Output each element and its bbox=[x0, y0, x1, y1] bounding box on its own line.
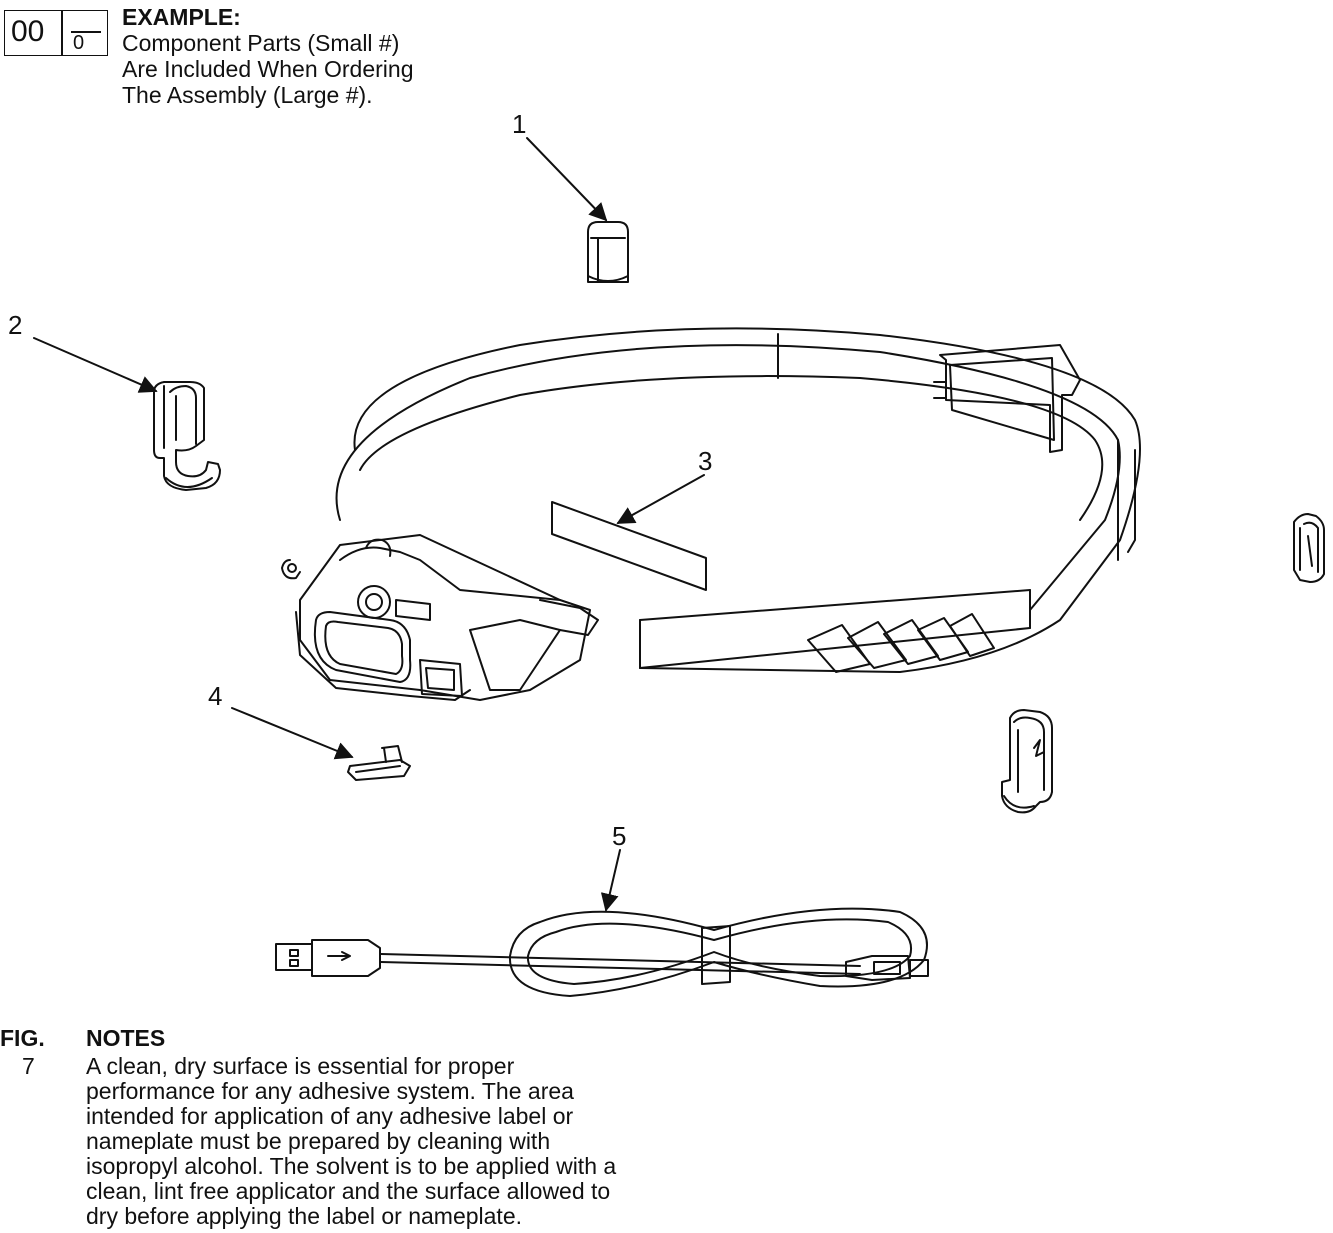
lower-clip-part bbox=[1001, 709, 1053, 814]
notes-text: A clean, dry surface is essential for pr… bbox=[86, 1053, 617, 1229]
example-line-2: Are Included When Ordering bbox=[122, 56, 414, 82]
component-number: 0 bbox=[73, 32, 85, 54]
component-bar bbox=[71, 31, 101, 33]
nameplate-label-part bbox=[551, 501, 707, 591]
example-line-3: The Assembly (Large #). bbox=[122, 82, 373, 108]
callout-5-leader bbox=[600, 849, 621, 912]
example-text: EXAMPLE: Component Parts (Small #) Are I… bbox=[122, 4, 414, 108]
end-cap-part bbox=[587, 221, 629, 283]
callout-2: 2 bbox=[8, 310, 22, 340]
side-clip-part bbox=[1293, 513, 1325, 583]
callout-5: 5 bbox=[612, 821, 626, 851]
fig-number: 7 bbox=[22, 1053, 35, 1079]
fig-heading: FIG. bbox=[0, 1025, 45, 1051]
example-line-1: Component Parts (Small #) bbox=[122, 30, 400, 56]
assembly-number: 00 bbox=[11, 15, 45, 48]
helmet-clip-part bbox=[153, 381, 221, 491]
example-legend-box: 00 0 bbox=[4, 10, 108, 56]
notes-heading: NOTES bbox=[86, 1025, 166, 1051]
bracket-part bbox=[347, 745, 411, 781]
headband-strap bbox=[335, 327, 1141, 673]
strap-buckle bbox=[933, 344, 1081, 453]
callout-1-leader bbox=[526, 137, 608, 222]
legend-divider bbox=[61, 11, 63, 55]
example-heading: EXAMPLE: bbox=[122, 4, 241, 30]
callout-3: 3 bbox=[698, 446, 712, 476]
headlamp-body bbox=[281, 534, 599, 701]
callout-2-leader bbox=[33, 337, 158, 393]
callout-4-leader bbox=[231, 707, 354, 760]
usb-charging-cable bbox=[275, 907, 929, 997]
callout-4: 4 bbox=[208, 681, 222, 711]
callout-3-leader bbox=[616, 474, 705, 524]
callout-1: 1 bbox=[512, 109, 526, 139]
